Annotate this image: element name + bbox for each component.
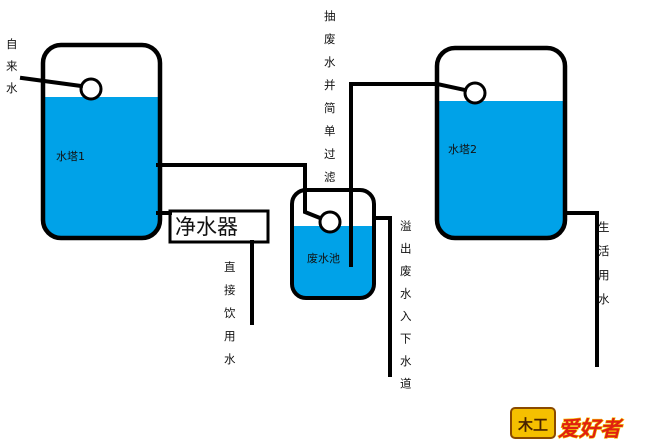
label-tap-water: 自来水 [6, 37, 18, 95]
tower1: 水塔1 [40, 42, 163, 241]
waste-pool-label: 废水池 [307, 251, 340, 265]
tower1-water [45, 97, 158, 237]
tower2-outline [434, 45, 568, 241]
tap-water-inlet-pipe [19, 75, 84, 89]
tower1-outline [40, 42, 163, 241]
tower1-float-valve [79, 77, 103, 101]
waste-pool-float-valve [318, 210, 342, 234]
label-drinking-water: 直接饮用水 [224, 260, 236, 366]
overflow-drain-pipe [372, 216, 392, 377]
tower2-float-valve [463, 81, 487, 105]
label-overflow: 溢出废水入下水道 [400, 219, 412, 391]
label-domestic-water: 生活用水 [598, 220, 610, 306]
pipes [19, 75, 599, 377]
tower2-water [439, 101, 563, 237]
logo-glyph: 木工 [517, 416, 548, 434]
logo-text: 爱好者 [558, 417, 624, 441]
tower1-to-pool-pipe [156, 163, 323, 221]
purifier: 净水器 [168, 209, 270, 244]
purifier-label: 净水器 [175, 215, 238, 239]
tower1-label: 水塔1 [56, 150, 85, 163]
label-pump-note: 抽废水并简单过滤 [324, 9, 336, 184]
logo-badge [510, 407, 556, 439]
domestic-water-pipe [563, 211, 599, 367]
pump-pipe [349, 82, 439, 267]
tower2: 水塔2 [434, 45, 568, 241]
tower2-label: 水塔2 [448, 143, 477, 156]
watermark-logo: 木工 爱好者 [510, 407, 625, 442]
waste-pool-outline [290, 188, 376, 300]
tower2-valve-arm [434, 81, 468, 93]
purifier-box [168, 209, 270, 244]
